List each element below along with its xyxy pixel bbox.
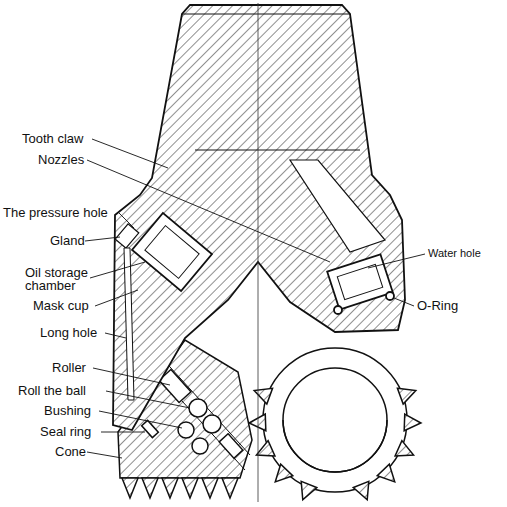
cone-tooth: [404, 414, 421, 431]
cone-tooth: [301, 481, 317, 499]
cone-tooth: [254, 388, 272, 404]
cone-tooth: [142, 478, 158, 498]
cone-tooth: [397, 388, 415, 404]
part-label: Water hole: [428, 247, 481, 260]
cone-tooth: [222, 478, 238, 498]
center-line: [258, 3, 259, 502]
part-label: Nozzles: [38, 153, 84, 166]
leader-lines: [85, 139, 425, 458]
right-cone: [249, 348, 421, 500]
part-label: Roller: [52, 361, 86, 374]
cone-tooth: [395, 441, 413, 456]
part-label: The pressure hole: [3, 206, 108, 219]
cone-tooth: [353, 481, 369, 499]
cone-tooth: [275, 464, 292, 482]
cone-tooth: [162, 478, 178, 498]
cone-tooth: [202, 478, 218, 498]
part-label: Tooth claw: [22, 132, 83, 145]
part-label: Bushing: [44, 404, 91, 417]
part-label: Long hole: [40, 326, 97, 339]
part-label: Gland: [50, 234, 85, 247]
bit-body: [113, 5, 405, 430]
part-label: Seal ring: [40, 425, 91, 438]
cone-tooth: [249, 414, 266, 431]
cone-tooth: [182, 478, 198, 498]
part-label: Cone: [55, 445, 86, 458]
part-label: O-Ring: [417, 299, 458, 312]
part-label: Oil storage chamber: [25, 266, 107, 292]
cone-tooth: [122, 478, 138, 498]
part-label: Mask cup: [33, 299, 89, 312]
cone-tooth: [256, 441, 274, 456]
cone-tooth: [377, 464, 394, 482]
part-label: Roll the ball: [18, 384, 86, 397]
